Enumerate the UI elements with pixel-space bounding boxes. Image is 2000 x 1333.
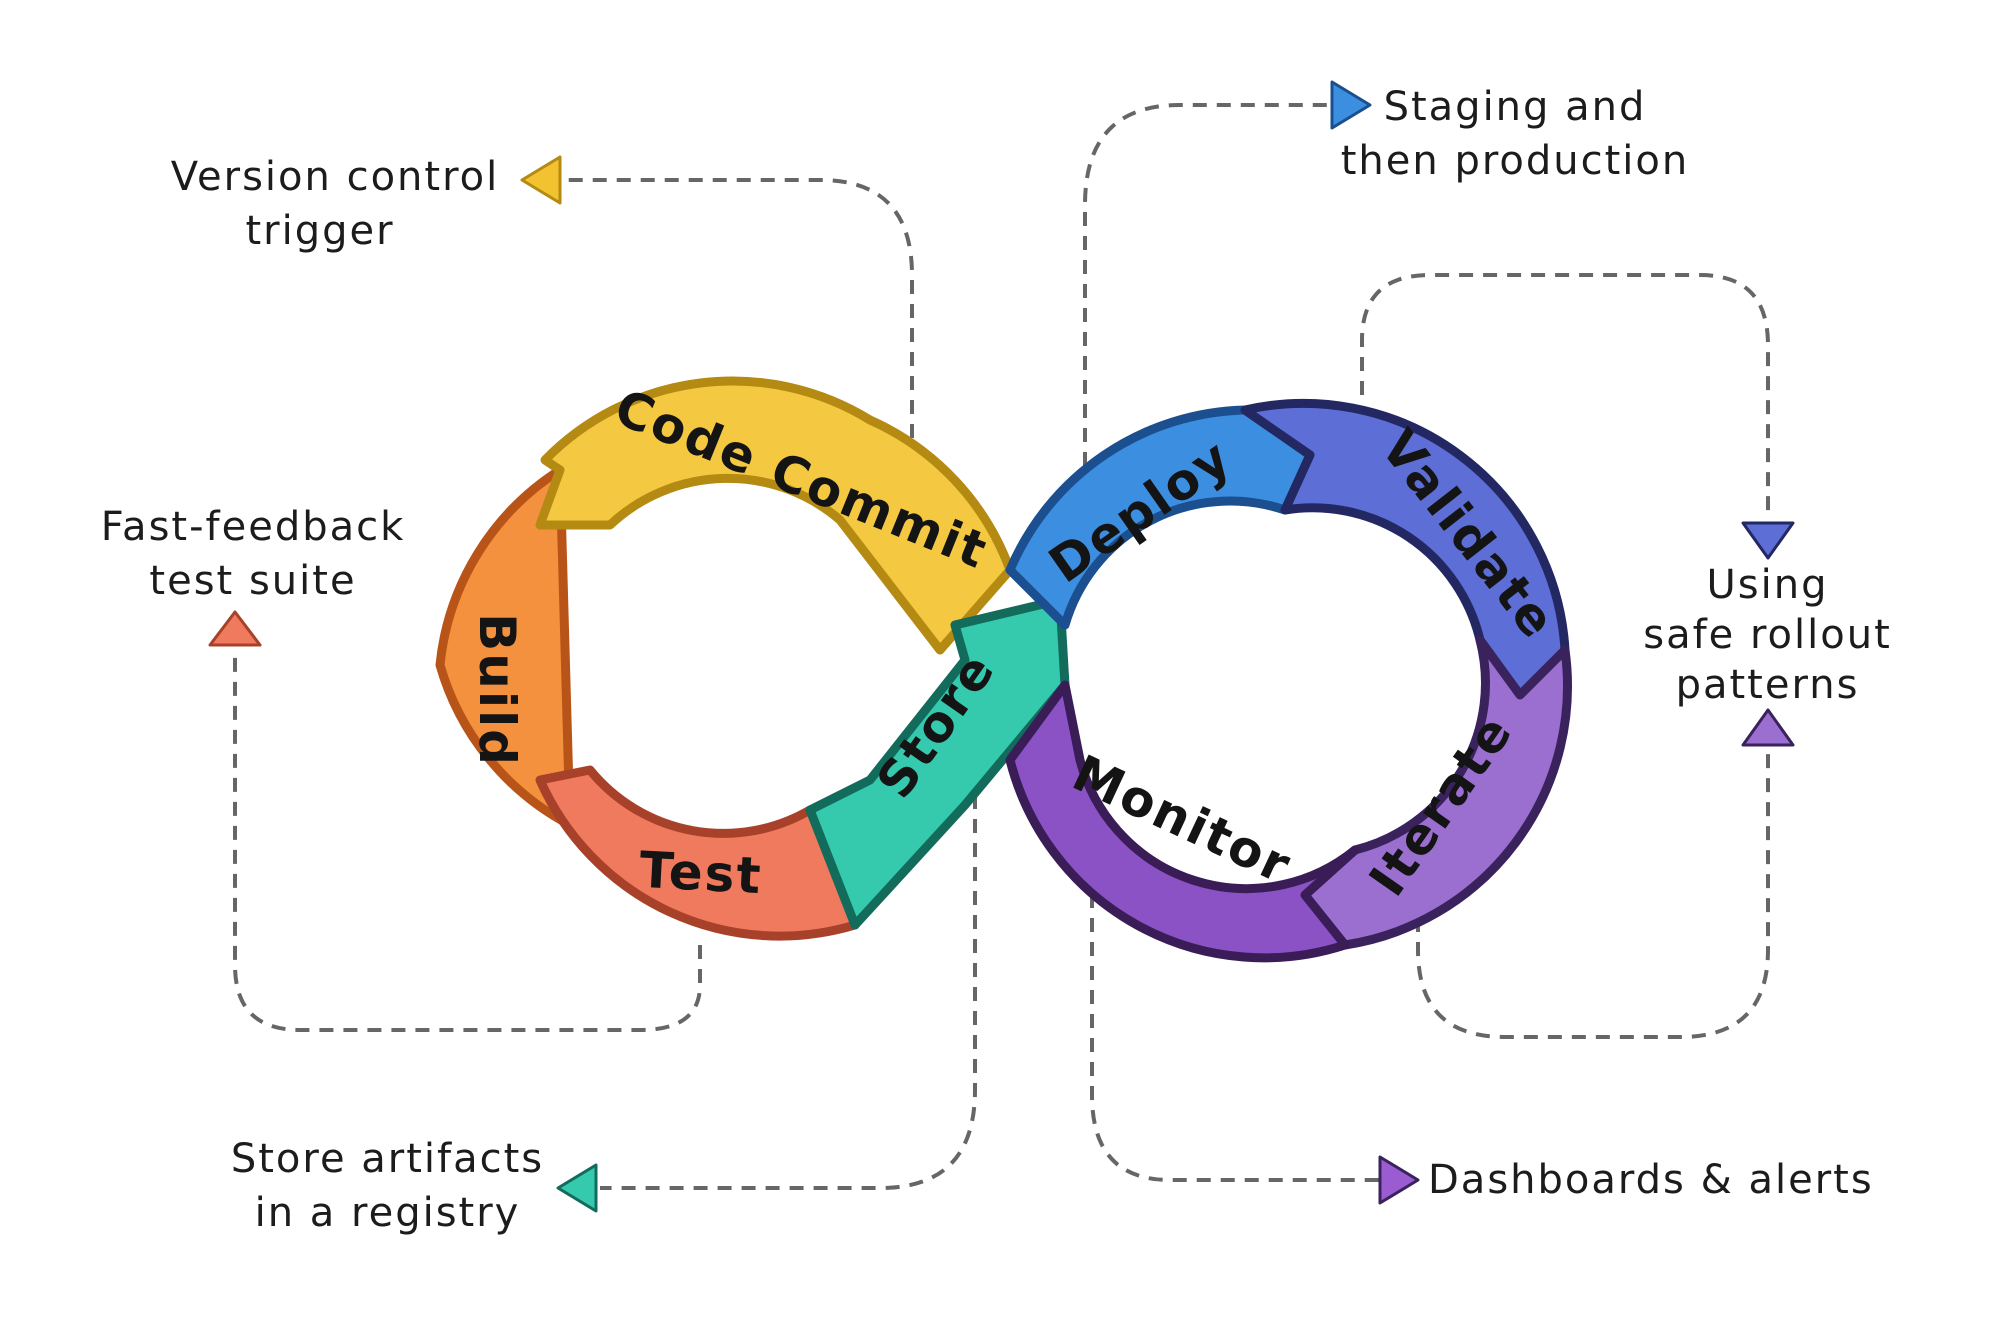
note-line: Store artifacts — [230, 1136, 545, 1182]
note-line: Dashboards & alerts — [1428, 1157, 1874, 1203]
note-line: patterns — [1675, 662, 1860, 708]
triangle-left-icon — [556, 1163, 598, 1213]
connector-fast-feedback — [233, 648, 702, 1032]
note-rollout: Using safe rollout patterns — [1615, 560, 1920, 710]
note-line: in a registry — [254, 1190, 521, 1236]
triangle-right-icon — [1378, 1155, 1420, 1205]
note-line: Version control — [170, 154, 500, 200]
note-dashboards: Dashboards & alerts — [1428, 1153, 1874, 1207]
triangle-left-icon — [520, 155, 562, 205]
triangle-right-icon — [1330, 80, 1372, 130]
infinity-loop — [435, 376, 1572, 963]
segment-build — [435, 465, 575, 830]
label-test: Test — [638, 841, 764, 905]
note-line: then production — [1340, 138, 1690, 184]
connector-dashboards — [1090, 870, 1380, 1182]
connector-rollout-down — [1360, 273, 1770, 520]
segment-validate — [1240, 398, 1570, 700]
triangle-up-icon — [1741, 708, 1795, 747]
note-staging: Staging and then production — [1340, 80, 1690, 188]
connector-staging — [1083, 103, 1330, 490]
connector-store-artifacts — [600, 795, 977, 1190]
segment-test — [535, 765, 875, 941]
note-store-artifacts: Store artifacts in a registry — [210, 1132, 565, 1240]
note-version-control: Version control trigger — [160, 150, 510, 258]
segment-monitor — [1005, 680, 1360, 963]
note-line: safe rollout — [1643, 612, 1892, 658]
note-line: Fast-feedback — [100, 504, 406, 550]
segment-store — [805, 595, 1070, 930]
note-line: test suite — [149, 558, 357, 604]
connector-rollout-up — [1416, 750, 1770, 1039]
note-fast-feedback: Fast-feedback test suite — [88, 500, 418, 608]
note-line: Using — [1706, 562, 1829, 608]
note-line: trigger — [245, 208, 395, 254]
triangle-down-icon — [1741, 521, 1795, 560]
segment-code-commit — [535, 376, 1015, 655]
markers — [208, 80, 1795, 1213]
connectors — [233, 103, 1770, 1190]
label-build: Build — [468, 613, 526, 767]
triangle-up-icon — [208, 610, 262, 647]
note-line: Staging and — [1383, 84, 1647, 130]
connector-version-control — [565, 178, 914, 462]
